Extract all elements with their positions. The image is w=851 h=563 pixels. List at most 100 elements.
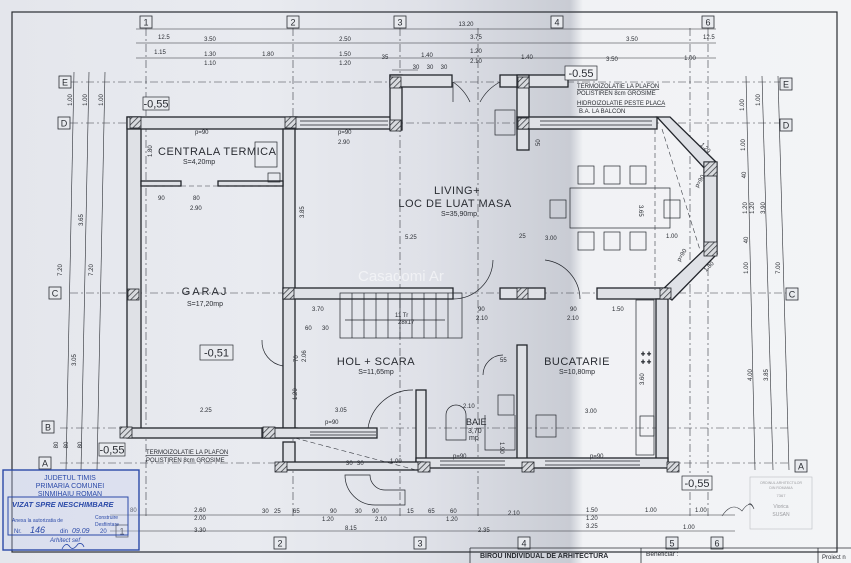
level-marker-top-right: -0.55 [564, 65, 598, 81]
svg-text:ORDINUL ARHITECTILOR: ORDINUL ARHITECTILOR [760, 481, 803, 485]
svg-text:TERMOIZOLATIE LA PLAFON: TERMOIZOLATIE LA PLAFON [146, 450, 228, 456]
svg-text:3.50: 3.50 [204, 37, 216, 43]
svg-text:2.10: 2.10 [470, 59, 482, 65]
svg-text:-0,55: -0,55 [684, 478, 709, 490]
svg-text:3.60: 3.60 [640, 373, 646, 385]
svg-text:30: 30 [441, 65, 448, 71]
svg-text:7.20: 7.20 [89, 264, 95, 276]
svg-text:1.00: 1.00 [645, 508, 657, 514]
svg-text:1.00: 1.00 [695, 508, 707, 514]
svg-text:-0.55: -0.55 [568, 68, 593, 80]
svg-text:1.00: 1.00 [683, 525, 695, 531]
project-label: Proiect n [822, 555, 846, 561]
svg-text:1.20: 1.20 [339, 61, 351, 67]
svg-text:30: 30 [355, 509, 362, 515]
svg-text:A: A [42, 459, 48, 469]
svg-text:TERMOIZOLATIE LA PLAFON: TERMOIZOLATIE LA PLAFON [577, 84, 659, 90]
svg-text:B.A. LA BALCON: B.A. LA BALCON [579, 109, 625, 115]
svg-text:S=4,20mp: S=4,20mp [183, 159, 215, 166]
staircase [339, 292, 463, 339]
svg-text:JUDETUL TIMIS: JUDETUL TIMIS [44, 475, 96, 482]
walls [126, 74, 719, 471]
svg-text:80: 80 [64, 441, 70, 448]
svg-text:1.00: 1.00 [744, 262, 750, 274]
svg-text:SUSAN: SUSAN [772, 512, 790, 518]
svg-text:1.00: 1.00 [666, 234, 678, 240]
svg-text:3.75: 3.75 [470, 35, 482, 41]
svg-text:3.30: 3.30 [194, 528, 206, 534]
architect-signature-icon [721, 503, 755, 517]
grid-bubble-6-bottom: 6 [710, 536, 724, 550]
svg-text:8.15: 8.15 [345, 526, 357, 532]
svg-text:2: 2 [277, 539, 282, 549]
svg-text:28x17: 28x17 [398, 320, 415, 326]
svg-text:70: 70 [294, 355, 300, 362]
dining-furniture [494, 109, 681, 251]
svg-text:4: 4 [521, 539, 526, 549]
svg-text:1.20: 1.20 [743, 202, 749, 214]
svg-text:2.00: 2.00 [194, 516, 206, 522]
grid-bubble-4-bottom: 4 [517, 536, 531, 550]
office-name: BIROU INDIVIDUAL DE ARHITECTURA [480, 553, 608, 560]
bottom-dimension-lines [110, 514, 735, 532]
svg-text:90: 90 [478, 307, 485, 313]
svg-text:1.00: 1.00 [83, 94, 89, 106]
svg-text:3.00: 3.00 [545, 236, 557, 242]
right-dimension-lines [745, 75, 790, 471]
svg-text:D: D [61, 119, 68, 129]
signature-icon [61, 543, 85, 550]
svg-text:2.10: 2.10 [476, 316, 488, 322]
room-label-hol-scara: HOL + SCARA [337, 356, 415, 368]
grid-bubble-3: 3 [393, 15, 407, 29]
svg-text:30: 30 [413, 65, 420, 71]
svg-text:Arhitect sef: Arhitect sef [49, 538, 81, 544]
svg-text:7.20: 7.20 [58, 264, 64, 276]
svg-text:1.15: 1.15 [154, 50, 166, 56]
svg-text:1.90: 1.90 [498, 442, 504, 454]
svg-text:p=90: p=90 [677, 248, 689, 263]
svg-text:din: din [60, 529, 68, 535]
room-label-bucatarie: BUCATARIE [544, 356, 610, 368]
svg-text:3.00: 3.00 [585, 409, 597, 415]
beneficiary-label: Beneficiar : [646, 551, 679, 558]
svg-text:30: 30 [322, 326, 329, 332]
svg-text:3: 3 [397, 18, 402, 28]
svg-text:HIDROIZOLATIE PESTE PLACA: HIDROIZOLATIE PESTE PLACA [577, 101, 665, 107]
grid-bubble-4: 4 [550, 15, 564, 29]
svg-text:30: 30 [427, 65, 434, 71]
svg-text:80: 80 [130, 508, 137, 514]
svg-text:3.65: 3.65 [79, 214, 85, 226]
svg-text:1.20: 1.20 [322, 517, 334, 523]
svg-text:5.25: 5.25 [405, 235, 417, 241]
svg-text:3: 3 [417, 539, 422, 549]
svg-text:2.10: 2.10 [508, 511, 520, 517]
svg-text:1: 1 [143, 18, 148, 28]
svg-text:p=90: p=90 [453, 454, 467, 460]
svg-text:-0,55: -0,55 [143, 99, 168, 111]
room-label-baie: BAIE [466, 417, 487, 427]
svg-text:+ +: + + [641, 359, 651, 366]
svg-text:55: 55 [500, 358, 507, 364]
svg-text:12.5: 12.5 [158, 35, 170, 41]
svg-text:Construire: Construire [95, 515, 118, 521]
svg-text:1.00: 1.00 [756, 94, 762, 106]
svg-text:p=90: p=90 [325, 420, 339, 426]
grid-bubble-6: 6 [701, 15, 715, 29]
svg-text:1.50: 1.50 [586, 508, 598, 514]
svg-text:4: 4 [554, 18, 559, 28]
svg-text:LOC DE LUAT MASA: LOC DE LUAT MASA [398, 198, 512, 210]
svg-text:3,70: 3,70 [468, 428, 482, 435]
svg-text:1.30: 1.30 [204, 52, 216, 58]
watermark: Casadomi Ar [358, 268, 444, 285]
grid-bubble-2-bottom: 2 [273, 536, 287, 550]
grid-bubble-D-right: D [779, 118, 793, 132]
grid-bubble-3-bottom: 3 [413, 536, 427, 550]
grid-bubble-C-right: C [785, 287, 799, 301]
svg-text:2.90: 2.90 [190, 206, 202, 212]
svg-text:20: 20 [100, 529, 107, 535]
svg-text:C: C [52, 289, 59, 299]
svg-text:p=90: p=90 [338, 130, 352, 136]
svg-text:D: D [783, 121, 790, 131]
svg-text:4.00: 4.00 [748, 369, 754, 381]
